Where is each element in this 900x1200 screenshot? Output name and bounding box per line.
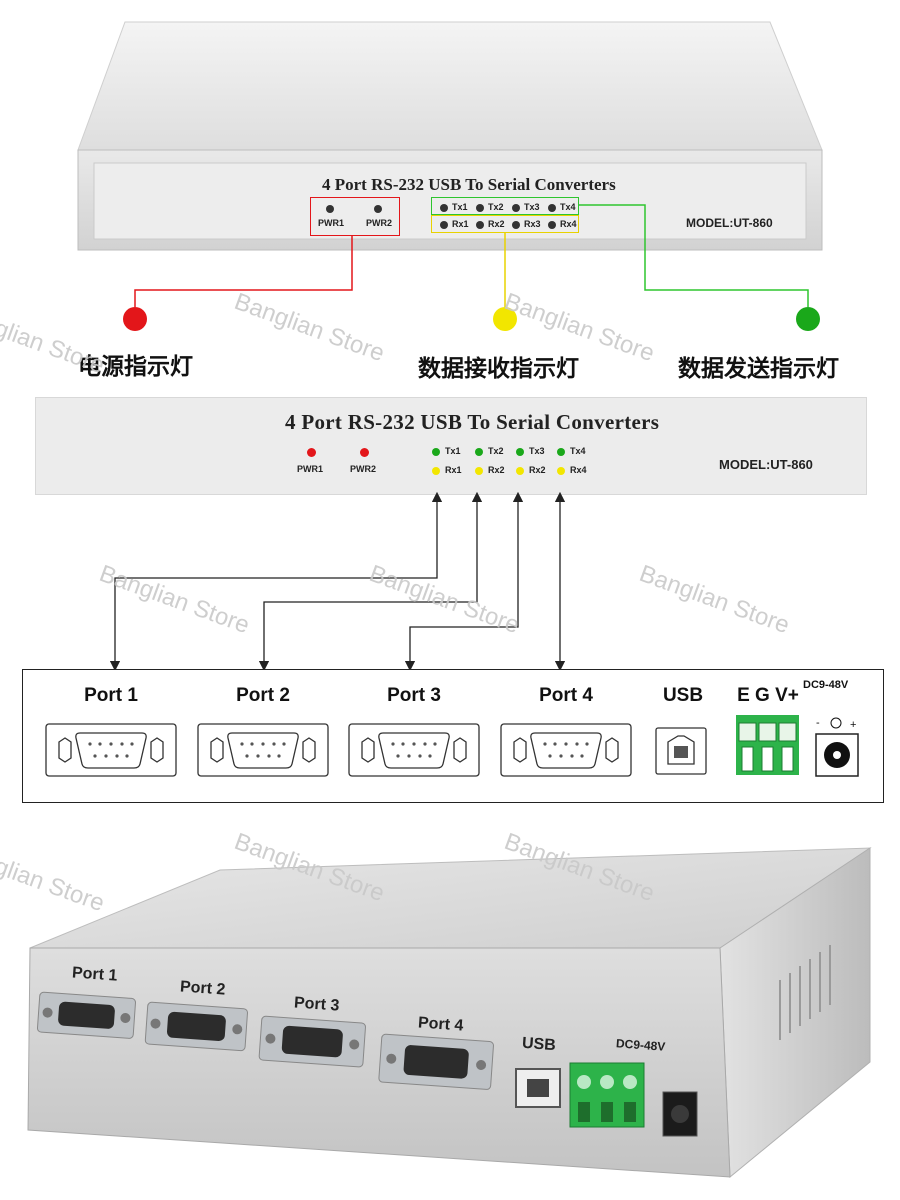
rear-port1-label: Port 1 [84, 685, 138, 706]
send-indicator-dot [796, 307, 820, 331]
diagram-tx4-led [557, 448, 565, 456]
rear-terminal-label: E G V+ [737, 685, 799, 706]
photo-port4-label: Port 4 [417, 1014, 464, 1035]
legend-power-text: 电源指示灯 [78, 353, 193, 379]
pwr-highlight-box [310, 197, 400, 236]
diagram-title: 4 Port RS-232 USB To Serial Converters [285, 410, 660, 434]
rear-port4-label: Port 4 [539, 685, 593, 706]
diagram-tx4-label: Tx4 [570, 446, 586, 456]
diagram-rx3-led [516, 467, 524, 475]
diagram-front-panel: 4 Port RS-232 USB To Serial Converters M… [35, 397, 867, 495]
front-tx4-label: Tx4 [560, 202, 576, 212]
diagram-tx1-label: Tx1 [445, 446, 461, 456]
front-pwr2-led [374, 205, 382, 213]
photo-port1-label: Port 1 [71, 964, 118, 985]
callout-lines [134, 204, 809, 307]
diagram-rx2-led [475, 467, 483, 475]
front-device-photo: 4 Port RS-232 USB To Serial Converters M… [0, 0, 900, 270]
front-tx1-label: Tx1 [452, 202, 468, 212]
legend-send-text: 数据发送指示灯 [678, 355, 839, 381]
front-tx4-led [548, 204, 556, 212]
diagram-rx4-label: Rx4 [570, 465, 587, 475]
connection-arrows [109, 491, 566, 672]
photo-port2-label: Port 2 [179, 978, 226, 999]
rear-dc-label: DC9-48V [803, 679, 849, 691]
rear-port3-label: Port 3 [387, 685, 441, 706]
front-pwr1-led [326, 205, 334, 213]
diagram-rear-panel: Port 1 Port 2 Port 3 Port 4 USB E G V+ D… [22, 669, 884, 803]
svg-text:-: - [816, 717, 820, 729]
rear-usb-label: USB [662, 685, 704, 706]
diagram-rx2-label: Rx2 [488, 465, 505, 475]
diagram-tx3-led [516, 448, 524, 456]
power-indicator-dot [123, 307, 147, 331]
front-title: 4 Port RS-232 USB To Serial Converters [322, 175, 616, 194]
front-rx1-led [440, 221, 448, 229]
diagram-model: MODEL:UT-860 [719, 457, 813, 472]
front-rx1-label: Rx1 [452, 219, 469, 229]
receive-indicator-dot [493, 307, 517, 331]
diagram-tx2-label: Tx2 [488, 446, 504, 456]
diagram-rx1-label: Rx1 [445, 465, 462, 475]
diagram-tx2-led [475, 448, 483, 456]
diagram-pwr1-led [307, 448, 316, 457]
front-tx2-label: Tx2 [488, 202, 504, 212]
front-pwr2-label: PWR2 [366, 218, 393, 228]
diagram-pwr2-led [360, 448, 369, 457]
front-tx3-led [512, 204, 520, 212]
front-rx2-label: Rx2 [488, 219, 505, 229]
front-rx2-led [476, 221, 484, 229]
front-rx4-led [548, 221, 556, 229]
front-tx3-label: Tx3 [524, 202, 540, 212]
diagram-rx4-led [557, 467, 565, 475]
front-rx3-label: Rx3 [524, 219, 541, 229]
front-tx2-led [476, 204, 484, 212]
diagram-rx3-label: Rx2 [529, 465, 546, 475]
front-rx4-label: Rx4 [560, 219, 577, 229]
diagram-tx1-led [432, 448, 440, 456]
device-body-top [77, 21, 823, 251]
svg-text:+: + [850, 719, 856, 731]
device-body-rear [27, 847, 872, 1179]
diagram-pwr1-label: PWR1 [297, 464, 324, 474]
diagram-tx3-label: Tx3 [529, 446, 545, 456]
rear-device-photo: Port 1 Port 2 Port 3 Port 4 USB DC9-48V [0, 830, 900, 1190]
photo-port3-label: Port 3 [293, 994, 340, 1015]
front-rx3-led [512, 221, 520, 229]
diagram-pwr2-label: PWR2 [350, 464, 377, 474]
front-tx1-led [440, 204, 448, 212]
legend-receive-text: 数据接收指示灯 [418, 355, 579, 381]
rear-port2-label: Port 2 [236, 685, 290, 706]
front-pwr1-label: PWR1 [318, 218, 345, 228]
tx-highlight-box [431, 197, 579, 215]
rear-connectors: - + [45, 715, 859, 777]
diagram-rx1-led [432, 467, 440, 475]
photo-usb-label: USB [521, 1034, 557, 1055]
front-model: MODEL:UT-860 [686, 216, 773, 230]
